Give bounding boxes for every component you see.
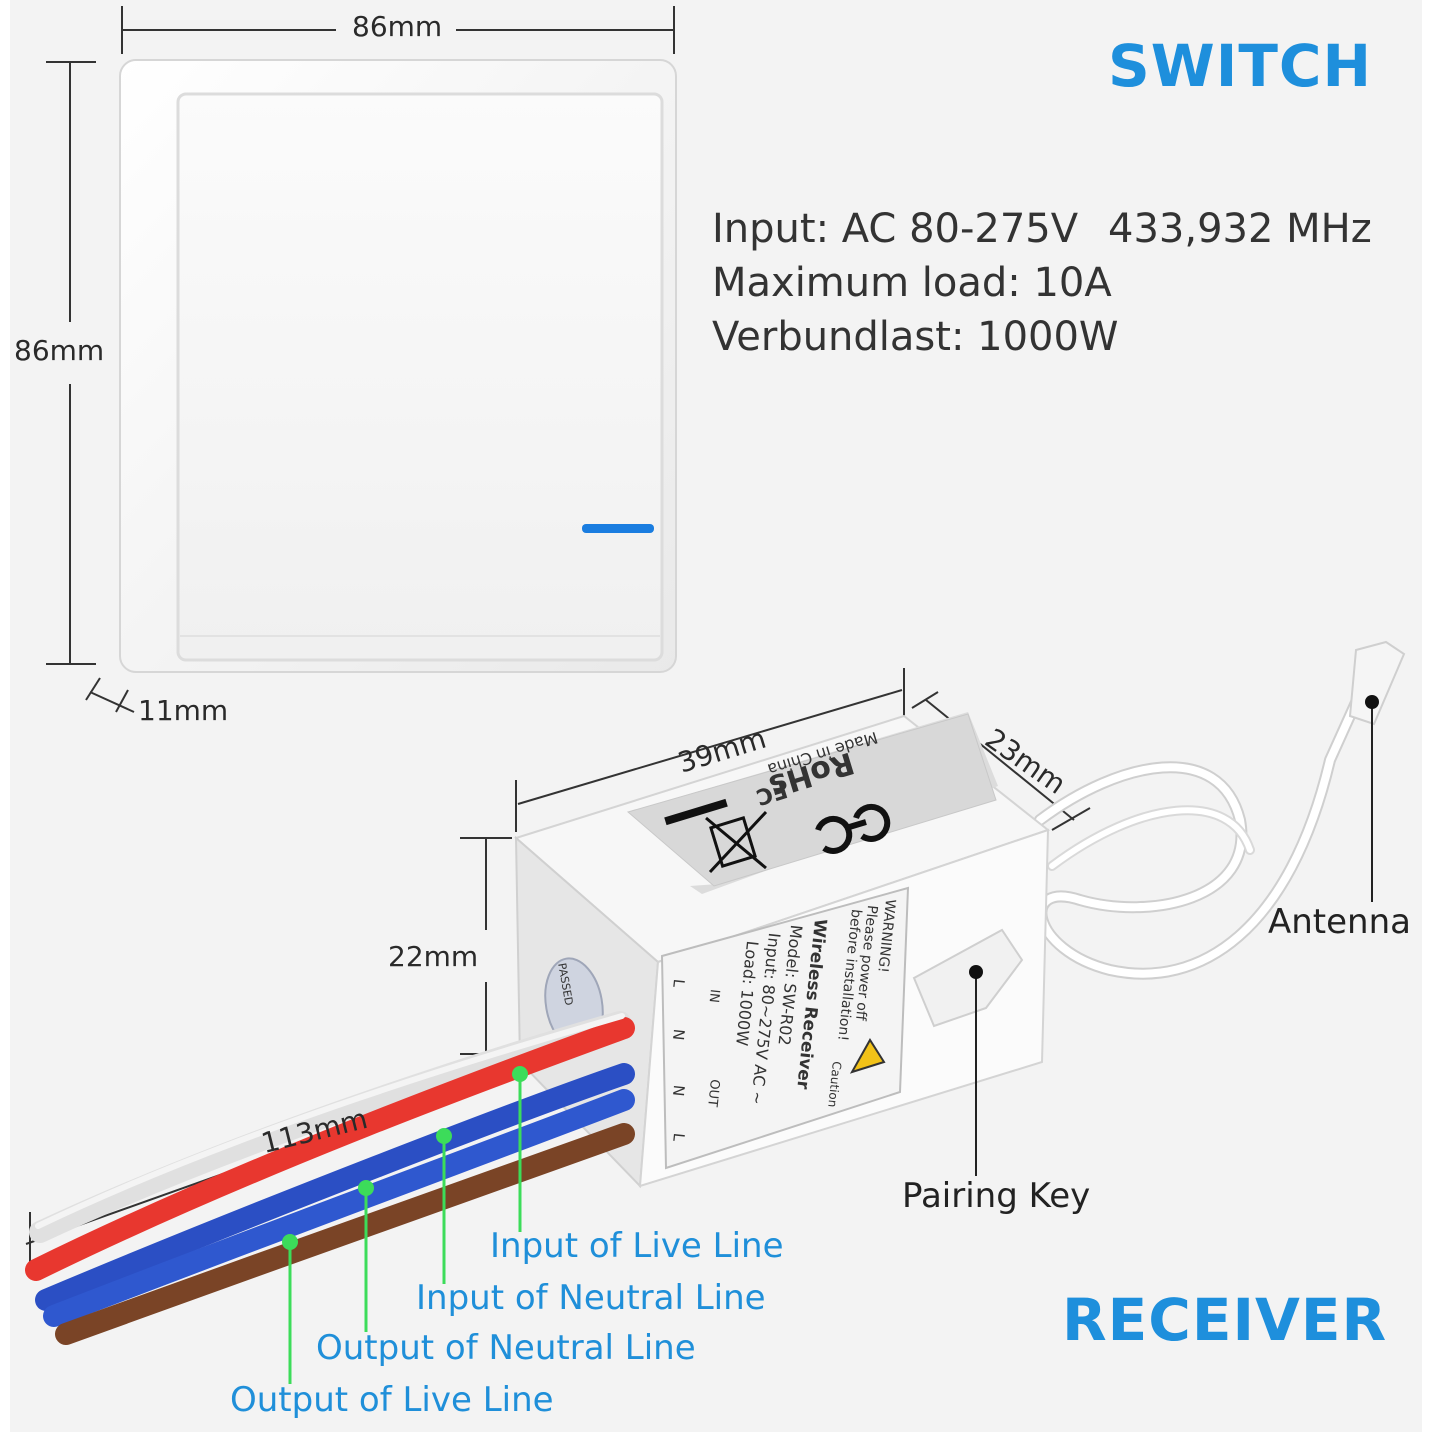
antenna-tip bbox=[1348, 640, 1406, 726]
antenna-label: Antenna bbox=[1268, 902, 1411, 942]
in-marker: IN bbox=[705, 988, 722, 1004]
spec-max-load: Maximum load: 10A bbox=[712, 260, 1112, 306]
terminal-n-in: N bbox=[668, 1028, 688, 1042]
switch-title: SWITCH bbox=[1108, 32, 1372, 100]
out-marker: OUT bbox=[704, 1078, 722, 1108]
pairing-key-label: Pairing Key bbox=[902, 1176, 1091, 1216]
switch-height-dimension bbox=[46, 61, 96, 665]
output-neutral-label: Output of Neutral Line bbox=[316, 1328, 696, 1368]
switch-width-label: 86mm bbox=[352, 10, 443, 43]
caution-icon bbox=[849, 1038, 886, 1074]
ce-mark bbox=[815, 803, 891, 854]
receiver-title: RECEIVER bbox=[1062, 1286, 1388, 1354]
input-neutral-label: Input of Neutral Line bbox=[416, 1278, 766, 1318]
output-neutral-dot bbox=[358, 1180, 374, 1196]
terminal-l-in: L bbox=[669, 978, 688, 989]
spec-frequency: 433,932 MHz bbox=[1108, 206, 1372, 252]
output-live-label: Output of Live Line bbox=[230, 1380, 554, 1420]
wire-brown bbox=[55, 1123, 635, 1345]
switch-depth-label: 11mm bbox=[138, 694, 229, 727]
wire-callout-lines bbox=[288, 1074, 522, 1384]
output-live-dot bbox=[282, 1234, 298, 1250]
receiver-length-dimension bbox=[515, 668, 905, 832]
antenna-wire bbox=[1034, 652, 1382, 980]
callout-lines bbox=[975, 702, 1373, 1176]
terminal-n-out: N bbox=[668, 1084, 688, 1098]
wire-blue-2 bbox=[43, 1089, 635, 1327]
weee-bin-icon bbox=[705, 810, 768, 874]
input-live-label: Input of Live Line bbox=[490, 1226, 784, 1266]
switch-indicator-light bbox=[582, 524, 654, 533]
terminal-l-out: L bbox=[669, 1132, 688, 1143]
wire-red bbox=[25, 1017, 635, 1281]
wire-blue-1 bbox=[35, 1063, 635, 1311]
input-live-dot bbox=[512, 1066, 528, 1082]
side-label bbox=[660, 886, 910, 1170]
switch-depth-dimension bbox=[85, 677, 135, 713]
receiver-box bbox=[513, 712, 1051, 1189]
antenna-callout-dot bbox=[1365, 695, 1379, 709]
pairing-key-callout-dot bbox=[969, 965, 983, 979]
pairing-key-button bbox=[912, 928, 1024, 1028]
wires bbox=[25, 1011, 635, 1345]
input-neutral-dot bbox=[436, 1128, 452, 1144]
switch-height-label: 86mm bbox=[14, 334, 105, 367]
spec-input-voltage: Input: AC 80-275V bbox=[712, 206, 1079, 252]
switch-width-dimension bbox=[121, 6, 675, 54]
receiver-height-label: 22mm bbox=[388, 940, 479, 973]
spec-composite-load: Verbundlast: 1000W bbox=[712, 314, 1119, 360]
wall-switch bbox=[119, 59, 677, 673]
